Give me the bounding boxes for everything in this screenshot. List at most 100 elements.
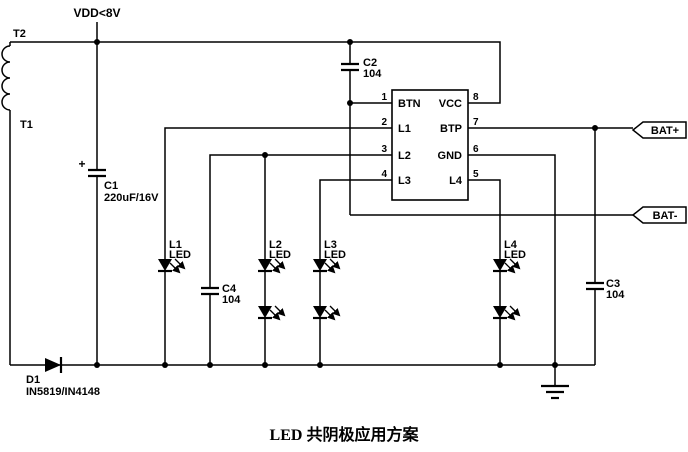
ic-pin-name-l2: L2: [398, 150, 411, 162]
led-triangle: [313, 259, 327, 271]
junction-dot: [262, 362, 268, 368]
ic-pin-name-vcc: VCC: [439, 98, 462, 110]
c1-polarity-mark: +: [78, 157, 85, 171]
ic-pin-name-l4: L4: [449, 175, 463, 187]
led-emission-arrow: [324, 309, 336, 321]
led-emission-arrow: [274, 305, 286, 317]
bat-minus-label: BAT-: [653, 210, 678, 222]
l3-ref-label: L3: [324, 239, 337, 251]
wire-l1-net: [164, 127, 392, 365]
bat-minus-tag: [631, 206, 687, 224]
junction-dot: [262, 152, 268, 158]
ic-pin-number-1: 1: [381, 92, 387, 103]
junction-dots: [94, 39, 598, 368]
bat-plus-connector: BAT+: [631, 121, 687, 139]
led-emission-arrow: [504, 309, 516, 321]
junction-dot: [162, 362, 168, 368]
wire-batplus-net: [468, 127, 633, 365]
led-emission-arrow: [509, 305, 521, 317]
led-emission-arrow: [269, 262, 281, 274]
led-triangle: [258, 306, 272, 318]
led-emission-arrow: [329, 305, 341, 317]
bat-plus-tag: [631, 121, 687, 139]
capacitor-c1: + C1 220uF/16V: [78, 157, 159, 204]
led-emission-arrow: [169, 262, 181, 274]
ic-pin-name-gnd: GND: [438, 150, 463, 162]
l1-type-label: LED: [169, 249, 191, 261]
power-rail-label: VDD<8V: [73, 6, 120, 20]
c1-ref-label: C1: [104, 180, 118, 192]
c2-ref-label: C2: [363, 57, 377, 69]
wire-top-rail: [10, 41, 501, 104]
ic-pin-name-l3: L3: [398, 175, 411, 187]
junction-dot: [317, 362, 323, 368]
led-emission-arrow: [329, 258, 341, 270]
capacitor-c2: C2 104: [341, 57, 382, 80]
led-l4: L4 LED: [493, 239, 526, 321]
capacitor-c4: C4 104: [201, 283, 241, 306]
ic-pin-name-l1: L1: [398, 123, 411, 135]
led-triangle: [493, 259, 507, 271]
inductor-symbol: T2 T1: [1, 28, 33, 131]
led-emission-arrow: [504, 262, 516, 274]
l4-type-label: LED: [504, 249, 526, 261]
led-triangle: [313, 306, 327, 318]
transformer-top-label: T2: [13, 28, 26, 40]
wire-l3-net: [319, 179, 392, 365]
ic-pin-number-7: 7: [473, 117, 479, 128]
junction-dot: [497, 362, 503, 368]
diode-d1: D1 IN5819/IN4148: [26, 357, 100, 398]
ic-pin-name-btp: BTP: [440, 123, 462, 135]
wire-gnd-net: [468, 154, 556, 386]
led-triangle: [258, 259, 272, 271]
l4-ref-label: L4: [504, 239, 518, 251]
diode-triangle: [45, 358, 61, 372]
junction-dot: [94, 362, 100, 368]
led-triangle: [493, 306, 507, 318]
junction-dot: [347, 100, 353, 106]
c3-value-label: 104: [606, 289, 625, 301]
ground-symbol: [541, 384, 569, 400]
c1-value-label: 220uF/16V: [104, 192, 159, 204]
led-emission-arrow: [274, 258, 286, 270]
l2-ref-label: L2: [269, 239, 282, 251]
bat-plus-label: BAT+: [651, 125, 679, 137]
c2-value-label: 104: [363, 68, 382, 80]
bat-minus-connector: BAT-: [631, 206, 687, 224]
ic-pin-number-8: 8: [473, 92, 479, 103]
wire-btn-batminus-net: [349, 42, 633, 216]
c4-value-label: 104: [222, 294, 241, 306]
led-emission-arrow: [324, 262, 336, 274]
junction-dot: [347, 39, 353, 45]
led-triangle: [158, 259, 172, 271]
ic-pin-number-2: 2: [381, 117, 387, 128]
l1-ref-label: L1: [169, 239, 182, 251]
c3-ref-label: C3: [606, 278, 620, 290]
d1-value-label: IN5819/IN4148: [26, 386, 100, 398]
wire-l4-net: [468, 179, 501, 365]
ic-pin-number-6: 6: [473, 144, 479, 155]
led-l1: L1 LED: [158, 239, 191, 274]
capacitor-c3: C3 104: [586, 278, 625, 301]
inductor-coil: [1, 45, 11, 111]
ic-pin-number-5: 5: [473, 169, 479, 180]
l3-type-label: LED: [324, 249, 346, 261]
junction-dot: [552, 362, 558, 368]
junction-dot: [94, 39, 100, 45]
led-emission-arrow: [174, 258, 186, 270]
d1-ref-label: D1: [26, 374, 40, 386]
ic-pin-name-btn: BTN: [398, 98, 421, 110]
ic-chip: 1 2 3 4 8 7 6 5 BTN L1 L2 L3 VCC BTP GND…: [381, 89, 479, 201]
junction-dot: [207, 362, 213, 368]
wire-l2-net: [209, 154, 392, 365]
ic-pin-number-4: 4: [381, 169, 387, 180]
led-emission-arrow: [509, 258, 521, 270]
ic-pin-number-3: 3: [381, 144, 387, 155]
led-emission-arrow: [269, 309, 281, 321]
led-l2: L2 LED: [258, 239, 291, 321]
led-l3: L3 LED: [313, 239, 346, 321]
c4-ref-label: C4: [222, 283, 237, 295]
transformer-bottom-label: T1: [20, 119, 33, 131]
